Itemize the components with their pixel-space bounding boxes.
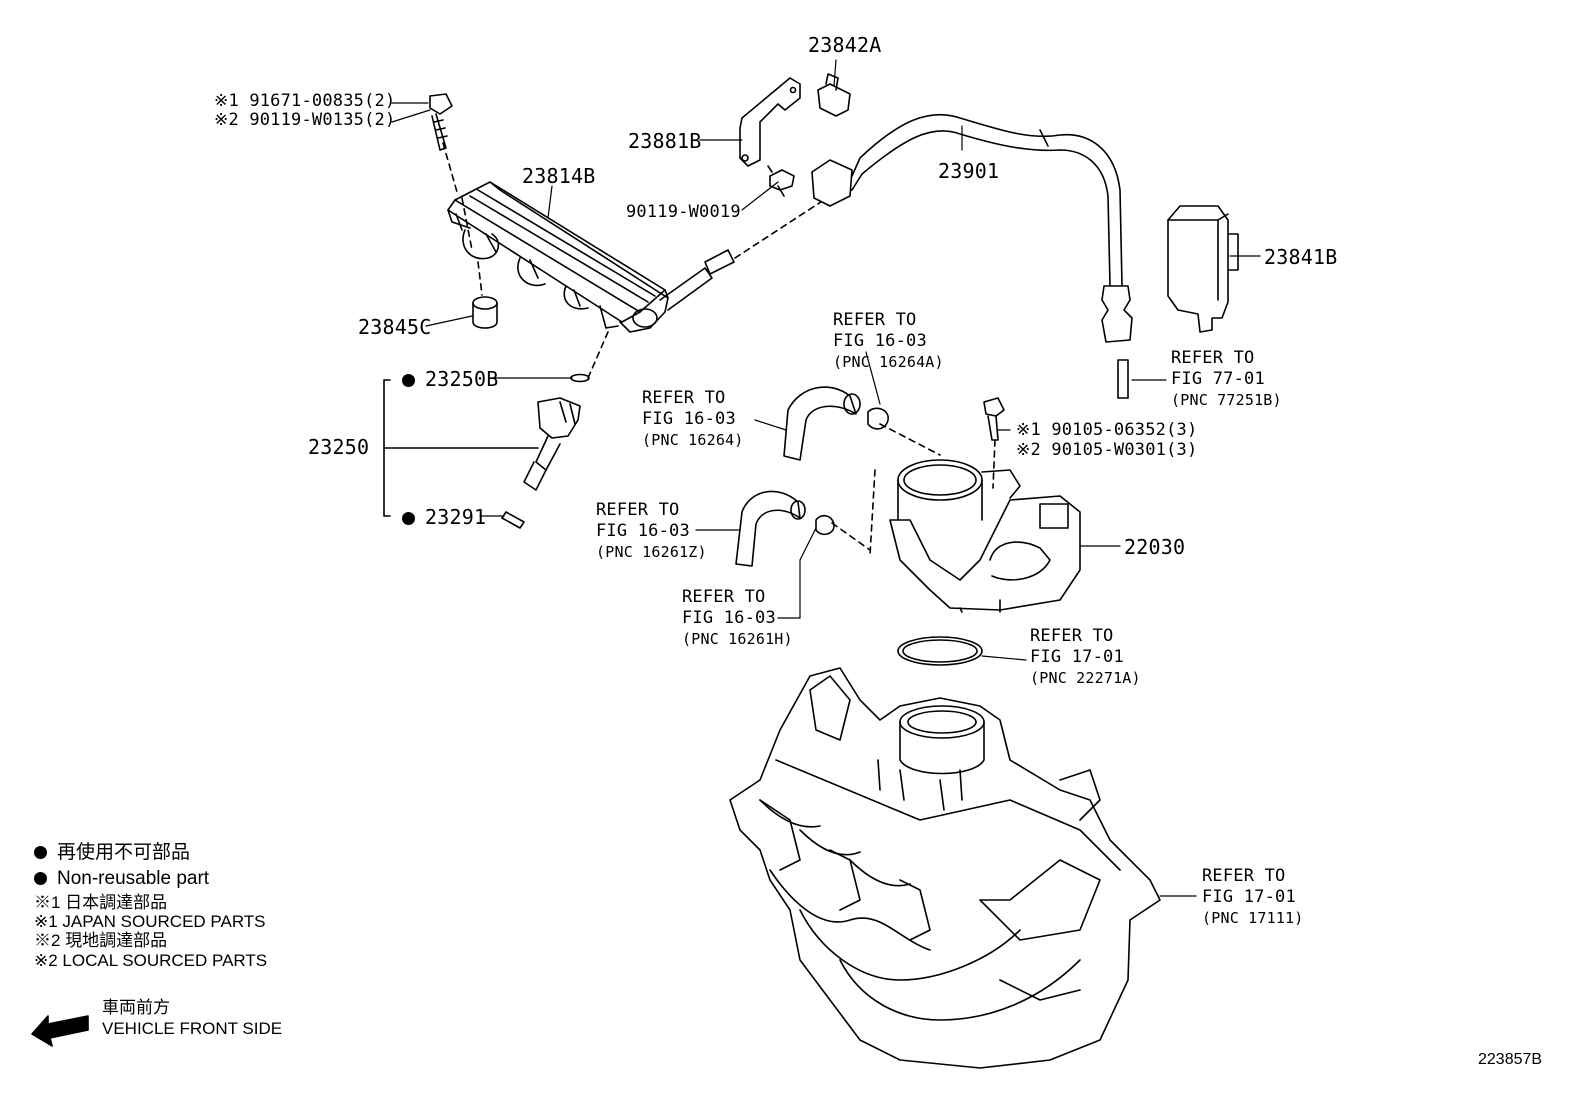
ref-line1: REFER TO xyxy=(1171,348,1255,368)
label-23901: 23901 xyxy=(938,159,1000,183)
legend-note1-jp: ※1 日本調達部品 xyxy=(34,893,168,912)
legend-nonreuse-en: Non-reusable part xyxy=(34,869,209,888)
front-arrow-icon xyxy=(31,1015,89,1047)
part-number: 23250B xyxy=(425,367,499,391)
bullet-dot-icon xyxy=(34,872,47,885)
label-23250: 23250 xyxy=(308,435,370,459)
fuel-injector-23250 xyxy=(523,397,581,491)
gasket-22271A xyxy=(897,636,983,666)
ref-pnc: (PNC 16261Z) xyxy=(596,543,707,561)
bolt-label-1: ※1 91671-00835(2) xyxy=(214,91,396,111)
ref-line2: FIG 17-01 xyxy=(1202,887,1296,907)
ref-16261H[interactable]: REFER TO FIG 16-03 (PNC 16261H) xyxy=(682,587,793,650)
legend-note1-en: ※1 JAPAN SOURCED PARTS xyxy=(34,912,266,931)
ref-line1: REFER TO xyxy=(833,310,917,330)
bullet-dot-icon xyxy=(34,846,47,859)
ref-line2: FIG 16-03 xyxy=(596,521,690,541)
label-23250B: 23250B xyxy=(402,368,498,390)
ref-pnc: (PNC 77251B) xyxy=(1171,391,1282,409)
leader-lines xyxy=(391,59,1261,897)
label-23291: 23291 xyxy=(402,506,486,528)
intake-manifold xyxy=(729,667,1161,1069)
clamp-16261H xyxy=(815,514,835,536)
label-23842A: 23842A xyxy=(808,33,882,57)
diagram-id: 223857B xyxy=(1478,1051,1543,1068)
bolt-label-3: ※1 90105-06352(3) xyxy=(1016,420,1198,440)
ref-line1: REFER TO xyxy=(596,500,680,520)
ref-16261Z[interactable]: REFER TO FIG 16-03 (PNC 16261Z) xyxy=(596,500,707,563)
ref-pnc: (PNC 16261H) xyxy=(682,630,793,648)
non-reusable-dot-icon xyxy=(402,374,415,387)
front-label-jp: 車両前方 xyxy=(102,998,170,1017)
ref-line2: FIG 16-03 xyxy=(833,331,927,351)
fuel-delivery-pipe xyxy=(447,181,735,333)
clip-23842A xyxy=(817,73,851,117)
label-23845C: 23845C xyxy=(358,315,432,339)
assembly-lines xyxy=(442,142,996,556)
hose-23901 xyxy=(811,113,1133,343)
ref-line2: FIG 17-01 xyxy=(1030,647,1124,667)
ref-pnc: (PNC 17111) xyxy=(1202,909,1304,927)
ref-line1: REFER TO xyxy=(1202,866,1286,886)
ref-line2: FIG 77-01 xyxy=(1171,369,1265,389)
legend-note2-en: ※2 LOCAL SOURCED PARTS xyxy=(34,951,268,970)
throttle-body-22030 xyxy=(889,459,1081,613)
ref-17111[interactable]: REFER TO FIG 17-01 (PNC 17111) xyxy=(1202,866,1304,929)
ref-line1: REFER TO xyxy=(682,587,766,607)
insulator-23845C xyxy=(472,296,498,329)
hose-16261Z xyxy=(735,490,806,567)
label-22030: 22030 xyxy=(1124,535,1186,559)
ref-pnc: (PNC 16264A) xyxy=(833,353,944,371)
ref-16264[interactable]: REFER TO FIG 16-03 (PNC 16264) xyxy=(642,388,744,451)
hose-16264 xyxy=(783,386,861,461)
vsv-23841B xyxy=(1167,205,1239,333)
label-90119-W0019: 90119-W0019 xyxy=(626,202,741,222)
ref-line1: REFER TO xyxy=(1030,626,1114,646)
ref-77251B[interactable]: REFER TO FIG 77-01 (PNC 77251B) xyxy=(1171,348,1282,411)
ref-line2: FIG 16-03 xyxy=(682,608,776,628)
bolt-90105 xyxy=(983,397,1005,441)
injector-spacer-23291 xyxy=(501,511,525,529)
label-23881B: 23881B xyxy=(628,129,702,153)
bolt-90119-W0019 xyxy=(767,165,795,197)
label-23814B: 23814B xyxy=(522,164,596,188)
tube-77251B xyxy=(1117,359,1129,399)
bolt-91671 xyxy=(429,93,453,151)
bracket-23881B xyxy=(739,77,801,167)
ref-line1: REFER TO xyxy=(642,388,726,408)
legend-note2-jp: ※2 現地調達部品 xyxy=(34,931,168,950)
legend-text: 再使用不可部品 xyxy=(57,842,191,863)
ref-line2: FIG 16-03 xyxy=(642,409,736,429)
ref-pnc: (PNC 22271A) xyxy=(1030,669,1141,687)
group-bracket xyxy=(383,379,539,517)
ref-16264A[interactable]: REFER TO FIG 16-03 (PNC 16264A) xyxy=(833,310,944,373)
bolt-label-2: ※2 90119-W0135(2) xyxy=(214,110,396,130)
front-label-en: VEHICLE FRONT SIDE xyxy=(102,1019,283,1038)
bolt-label-4: ※2 90105-W0301(3) xyxy=(1016,440,1198,460)
ref-pnc: (PNC 16264) xyxy=(642,431,744,449)
legend-nonreuse-jp: 再使用不可部品 xyxy=(34,843,190,862)
part-number: 23291 xyxy=(425,505,487,529)
label-23841B: 23841B xyxy=(1264,245,1338,269)
legend-text: Non-reusable part xyxy=(57,868,210,889)
o-ring-23250B xyxy=(570,373,590,383)
non-reusable-dot-icon xyxy=(402,512,415,525)
ref-22271A[interactable]: REFER TO FIG 17-01 (PNC 22271A) xyxy=(1030,626,1141,689)
clamp-16264A xyxy=(867,407,889,430)
